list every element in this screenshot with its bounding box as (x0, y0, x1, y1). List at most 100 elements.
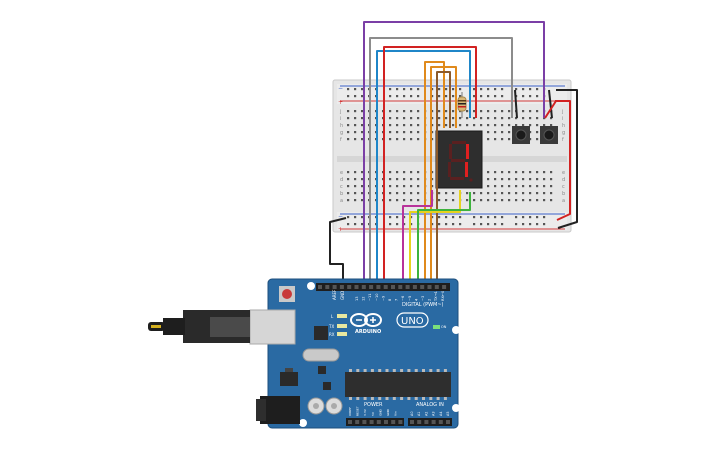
row-letter: c (340, 184, 343, 190)
digital-header-label: DIGITAL (PWM~) (402, 302, 444, 308)
push-button-2[interactable] (540, 126, 558, 144)
arduino-brand-text: ARDUINO (355, 329, 381, 335)
row-letter: e (562, 170, 565, 176)
power-jack[interactable] (256, 396, 300, 424)
wire-brown (436, 71, 451, 285)
gnd-label: GND (340, 291, 345, 300)
digital-pin-label: RX←0 (441, 290, 445, 301)
analog-header[interactable] (408, 418, 452, 426)
rail-minus-label-top: − (338, 85, 343, 92)
row-letter: i (562, 116, 563, 122)
wire-gray (369, 37, 513, 285)
power-pin-label: Vin (394, 411, 398, 416)
power-pin-label: 3.3V (363, 408, 367, 416)
power-pin-label: GND (378, 408, 382, 416)
wire-black-gnd (329, 217, 347, 285)
analog-pin-label: A5 (446, 412, 450, 416)
wire-purple (363, 21, 545, 285)
analog-pin-label: A0 (410, 412, 414, 416)
wire-red-rail (555, 100, 571, 221)
usb-connector (249, 309, 296, 345)
wire-orange-1 (424, 61, 445, 285)
digital-pin-label: ~11 (368, 293, 372, 301)
wires[interactable] (329, 21, 578, 285)
uno-text: UNO (401, 316, 424, 327)
row-letter: f (562, 137, 564, 143)
row-letter: a (562, 198, 565, 204)
row-letter: d (340, 177, 343, 183)
row-letter: d (562, 177, 565, 183)
wire-red-top (383, 46, 477, 285)
l-led-label: L (331, 314, 334, 319)
wire-black-btn-1 (514, 89, 518, 119)
on-led-label: ON (441, 325, 447, 329)
bottom-pins (348, 420, 450, 424)
digital-pin-label: 7 (395, 299, 399, 301)
row-letter: i (340, 116, 341, 122)
row-letter: f (340, 137, 342, 143)
row-letter: e (340, 170, 343, 176)
row-letter: g (562, 130, 565, 136)
row-letter: h (340, 123, 343, 129)
atmega-chip (345, 369, 451, 400)
usb-cable[interactable] (148, 310, 250, 343)
chip-pins (349, 369, 447, 400)
uno-badge: UNO (396, 312, 429, 328)
digital-pin-label: 4 (414, 298, 418, 301)
wire-blue (376, 50, 471, 285)
digital-pin-label: ~10 (375, 293, 379, 301)
arduino-logo (350, 313, 382, 327)
reset-button[interactable] (279, 286, 295, 302)
wire-magenta (402, 190, 433, 285)
digital-pin-label: 13 (355, 296, 359, 301)
rail-plus-label-bottom: + (338, 226, 343, 233)
row-letter: b (562, 191, 565, 197)
digital-pin-label: ~5 (408, 296, 412, 301)
digital-pin-label: ~3 (421, 296, 425, 301)
row-letter: b (340, 191, 343, 197)
row-letter: a (340, 198, 343, 204)
digital-header[interactable] (316, 283, 450, 291)
row-letter: h (562, 123, 565, 129)
row-letter: j (339, 109, 341, 115)
power-label: POWER (364, 402, 383, 408)
digital-pin-label: 2 (428, 299, 432, 301)
digital-pin-label: 12 (362, 296, 366, 301)
aref-label: AREF (332, 289, 337, 300)
digital-pin-label: ~6 (401, 295, 405, 301)
tx-led-label: TX (328, 324, 334, 329)
analog-pin-label: A1 (417, 412, 421, 416)
wire-orange-2 (430, 66, 457, 285)
wire-red-btn (544, 100, 557, 119)
analog-pin-label: A2 (424, 412, 428, 416)
row-letter: g (340, 130, 343, 136)
row-letter: c (562, 184, 565, 190)
analog-pin-label: A4 (439, 412, 443, 416)
segment-digit (448, 141, 473, 182)
analog-pin-label: A3 (432, 412, 436, 416)
digital-pin-label: TX→1 (434, 291, 438, 302)
wire-black-rail (556, 89, 578, 229)
rail-minus-label-bottom: − (338, 213, 343, 220)
power-pin-label: RESET (356, 406, 360, 416)
wire-black-btn-2 (548, 89, 553, 119)
seven-segment-display[interactable] (435, 130, 483, 189)
digital-pin-label: 8 (388, 298, 392, 301)
push-button-1[interactable] (512, 126, 530, 144)
wire-yellow (409, 190, 461, 285)
power-pin-label: IOREF (348, 407, 352, 416)
row-letter: j (561, 109, 563, 115)
resistor[interactable] (457, 92, 467, 118)
wire-green (417, 192, 471, 285)
rx-led-label: RX (329, 332, 335, 337)
rail-plus-label-top: + (338, 99, 343, 106)
analog-label: ANALOG IN (416, 402, 444, 408)
digital-pins (318, 285, 447, 289)
power-header[interactable] (346, 418, 404, 426)
power-pin-label: 5V (371, 411, 375, 416)
